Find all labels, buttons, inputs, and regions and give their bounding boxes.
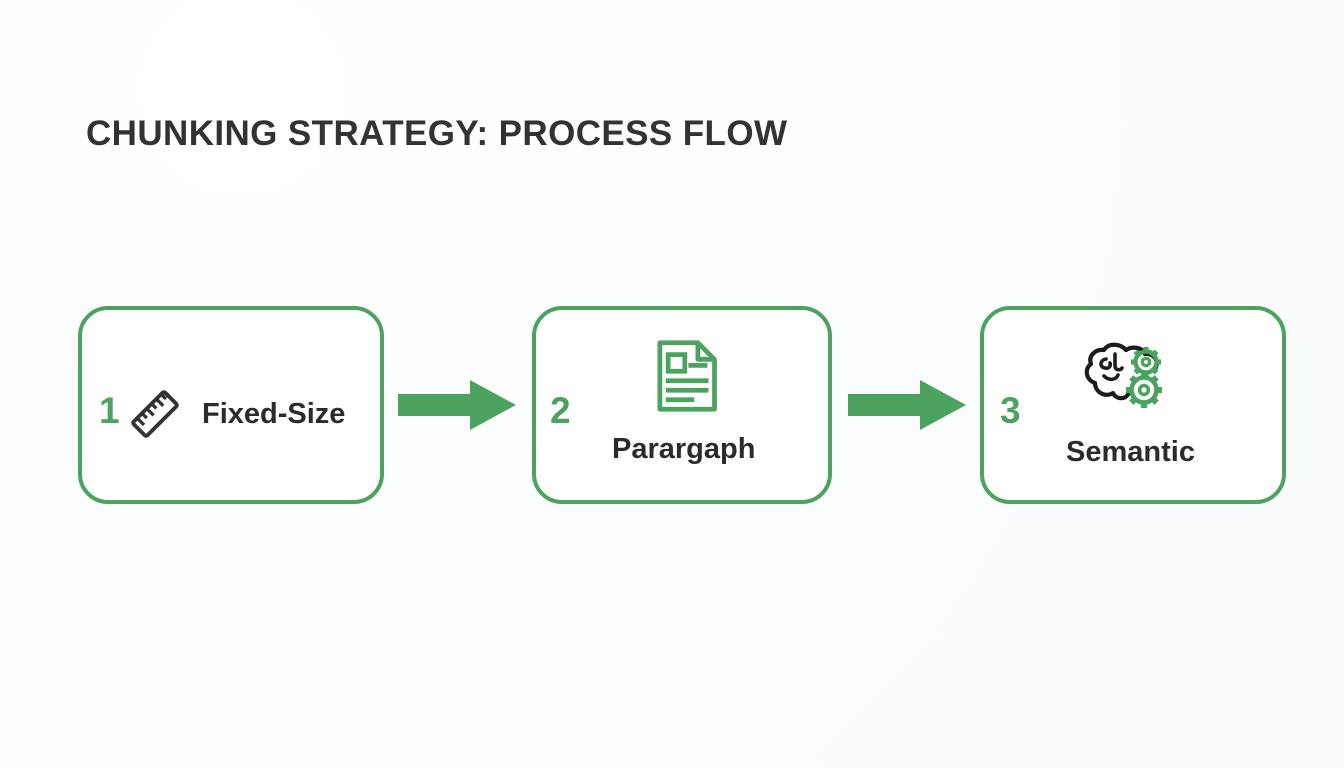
flow-step-label-2: Parargaph	[612, 433, 756, 465]
document-icon	[648, 338, 724, 414]
step-number-2: 2	[550, 390, 571, 431]
step-number-1: 1	[99, 390, 120, 431]
arrow-right-icon	[848, 380, 966, 430]
ruler-icon	[124, 383, 186, 445]
flow-step-card-1[interactable]: 1 Fixed-Size	[78, 306, 384, 504]
page-title: CHUNKING STRATEGY: PROCESS FLOW	[86, 114, 788, 153]
flow-step-card-2[interactable]: 2 Parargaph	[532, 306, 832, 504]
process-flow-diagram: 1 Fixed-Size	[0, 300, 1344, 515]
brain-gears-icon	[1082, 340, 1174, 412]
flow-step-card-3[interactable]: 3	[980, 306, 1286, 504]
flow-step-label-3: Semantic	[1066, 436, 1195, 468]
flow-step-label-1: Fixed-Size	[202, 398, 346, 430]
arrow-right-icon	[398, 380, 516, 430]
step-number-3: 3	[1000, 390, 1021, 431]
